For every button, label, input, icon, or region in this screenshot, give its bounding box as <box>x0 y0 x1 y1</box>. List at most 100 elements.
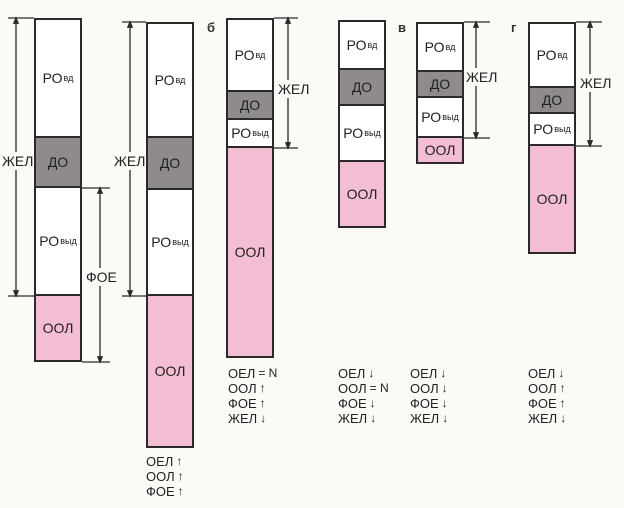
panel-letter-g: г <box>511 20 517 35</box>
note-text: ЖЕЛ <box>338 411 368 426</box>
col4-do: ДО <box>338 70 386 106</box>
ro-label: РО <box>151 234 172 250</box>
note-sign: ↓ <box>368 366 375 380</box>
note-row: ОЕЛ↓ <box>410 366 448 381</box>
note-row: ФОЕ↑ <box>146 484 184 499</box>
note-sign: ↓ <box>260 411 267 425</box>
ro-label: РО <box>234 47 255 63</box>
ool-label: ООЛ <box>234 244 266 260</box>
note-sign: = N <box>369 381 389 395</box>
note-row: ОЕЛ↓ <box>338 366 389 381</box>
ro-vyd-sub: выд <box>364 128 381 138</box>
note-row: ОЕЛ↓ <box>528 366 566 381</box>
note-row: ООЛ= N <box>338 381 389 396</box>
note-sign: = N <box>258 366 278 380</box>
note-row: ООЛ↑ <box>146 469 184 484</box>
ro-label: РО <box>42 70 63 86</box>
col1-ool: ООЛ <box>34 296 82 362</box>
ro-label: РО <box>39 233 60 249</box>
note-row: ФОЕ↓ <box>410 396 448 411</box>
ro-vd-sub: вд <box>63 73 74 83</box>
note-text: ОЕЛ <box>338 366 366 381</box>
note-row: ОЕЛ= N <box>228 366 277 381</box>
ro-vd-sub: вд <box>175 75 186 85</box>
note-sign: ↑ <box>559 381 566 395</box>
ro-vd-sub: вд <box>557 50 568 60</box>
note-row: ЖЕЛ↓ <box>528 411 566 426</box>
col2-zhel-label: ЖЕЛ <box>114 152 146 170</box>
ro-label: РО <box>424 39 445 55</box>
note-text: ФОЕ <box>410 396 439 411</box>
col4-ool: ООЛ <box>338 162 386 228</box>
ro-label: РО <box>533 121 554 137</box>
note-sign: ↑ <box>559 396 566 410</box>
col6-zhel-label: ЖЕЛ <box>580 74 612 92</box>
col2-ool: ООЛ <box>146 296 194 448</box>
note-sign: ↓ <box>369 396 376 410</box>
note-text: ФОЕ <box>528 396 557 411</box>
do-label: ДО <box>541 92 563 108</box>
note-row: ООЛ↑ <box>528 381 566 396</box>
note-row: ЖЕЛ↓ <box>338 411 389 426</box>
note-text: ООЛ <box>410 381 439 396</box>
ro-vd-sub: вд <box>445 42 456 52</box>
note-text: ООЛ <box>228 381 257 396</box>
note-row: ФОЕ↑ <box>528 396 566 411</box>
ro-label: РО <box>154 72 175 88</box>
ro-label: РО <box>343 125 364 141</box>
col5-notes: ОЕЛ↓ ООЛ↓ ФОЕ↓ ЖЕЛ↓ <box>410 366 448 426</box>
note-sign: ↑ <box>176 454 183 468</box>
ro-vyd-sub: выд <box>172 237 189 247</box>
col1-do: ДО <box>34 138 82 188</box>
ro-label: РО <box>346 37 367 53</box>
do-label: ДО <box>351 79 373 95</box>
note-row: ОЕЛ↑ <box>146 454 184 469</box>
note-sign: ↑ <box>177 484 184 498</box>
col3-notes: ОЕЛ= N ООЛ↑ ФОЕ↑ ЖЕЛ↓ <box>228 366 277 426</box>
col2-notes: ОЕЛ↑ ООЛ↑ ФОЕ↑ <box>146 454 184 499</box>
col3-zhel-label: ЖЕЛ <box>278 80 310 98</box>
note-text: ФОЕ <box>228 396 257 411</box>
note-text: ЖЕЛ <box>410 411 440 426</box>
col5-do: ДО <box>416 72 464 98</box>
col1-zhel-label: ЖЕЛ <box>2 152 34 170</box>
ro-vyd-sub: выд <box>60 236 77 246</box>
panel-letter-b: б <box>207 20 216 35</box>
note-text: ОЕЛ <box>228 366 256 381</box>
note-text: ЖЕЛ <box>228 411 258 426</box>
note-row: ЖЕЛ↓ <box>410 411 448 426</box>
col5-ool: ООЛ <box>416 138 464 164</box>
note-text: ФОЕ <box>338 396 367 411</box>
col2-do: ДО <box>146 138 194 190</box>
note-sign: ↓ <box>441 381 448 395</box>
note-row: ООЛ↓ <box>410 381 448 396</box>
note-sign: ↑ <box>259 396 266 410</box>
ro-vd-sub: вд <box>255 50 266 60</box>
col4-notes: ОЕЛ↓ ООЛ= N ФОЕ↓ ЖЕЛ↓ <box>338 366 389 426</box>
note-text: ООЛ <box>146 469 175 484</box>
ro-label: РО <box>536 47 557 63</box>
panel-letter-v: в <box>398 20 406 35</box>
note-text: ОЕЛ <box>528 366 556 381</box>
ool-label: ООЛ <box>424 142 456 158</box>
do-label: ДО <box>159 155 181 171</box>
note-sign: ↑ <box>177 469 184 483</box>
note-sign: ↑ <box>259 381 266 395</box>
note-sign: ↓ <box>441 396 448 410</box>
do-label: ДО <box>239 97 261 113</box>
col5-zhel-label: ЖЕЛ <box>466 68 498 86</box>
col3-ool: ООЛ <box>226 148 274 358</box>
ro-vyd-sub: выд <box>554 124 571 134</box>
ro-vd-sub: вд <box>367 40 378 50</box>
